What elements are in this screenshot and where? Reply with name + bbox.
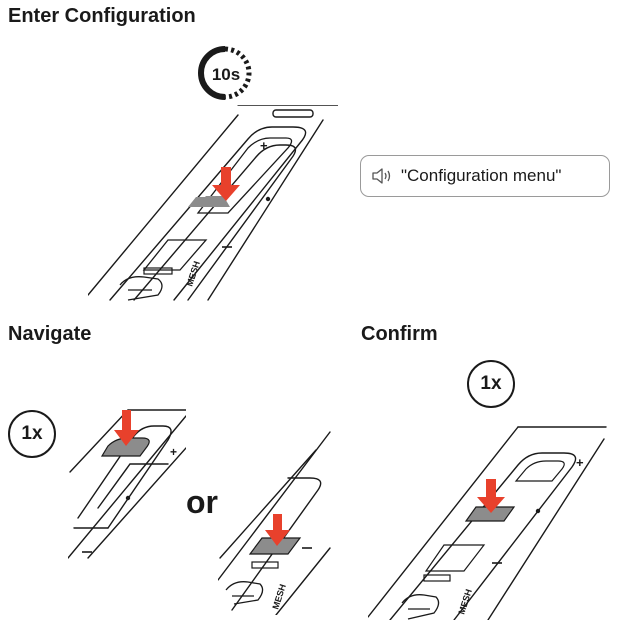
confirm-heading: Confirm [361,323,438,345]
voice-prompt-box: "Configuration menu" [360,155,610,197]
svg-text:MESH: MESH [270,583,288,611]
enter-configuration-heading: Enter Configuration [8,5,196,27]
or-separator: or [186,484,218,520]
press-arrow [265,514,290,546]
press-arrow [212,167,240,201]
device-illustration-hold: + MESH [88,105,338,301]
svg-text:MESH: MESH [456,588,474,616]
svg-text:+: + [170,445,177,459]
press-arrow [114,410,139,446]
voice-prompt-text: "Configuration menu" [401,166,562,185]
device-illustration-navigate-minus: MESH [218,431,331,615]
navigate-heading: Navigate [8,323,92,345]
speaker-icon [372,168,391,184]
press-arrow [477,479,505,513]
svg-text:+: + [576,455,584,470]
navigate-press-count-badge: 1x [8,410,56,458]
timer-label: 10s [212,65,240,84]
timer-icon: 10s [198,46,252,100]
svg-text:+: + [260,138,268,153]
confirm-press-count-badge: 1x [467,360,515,408]
device-illustration-navigate-plus: + [68,409,186,559]
device-illustration-confirm: + MESH [368,426,607,620]
